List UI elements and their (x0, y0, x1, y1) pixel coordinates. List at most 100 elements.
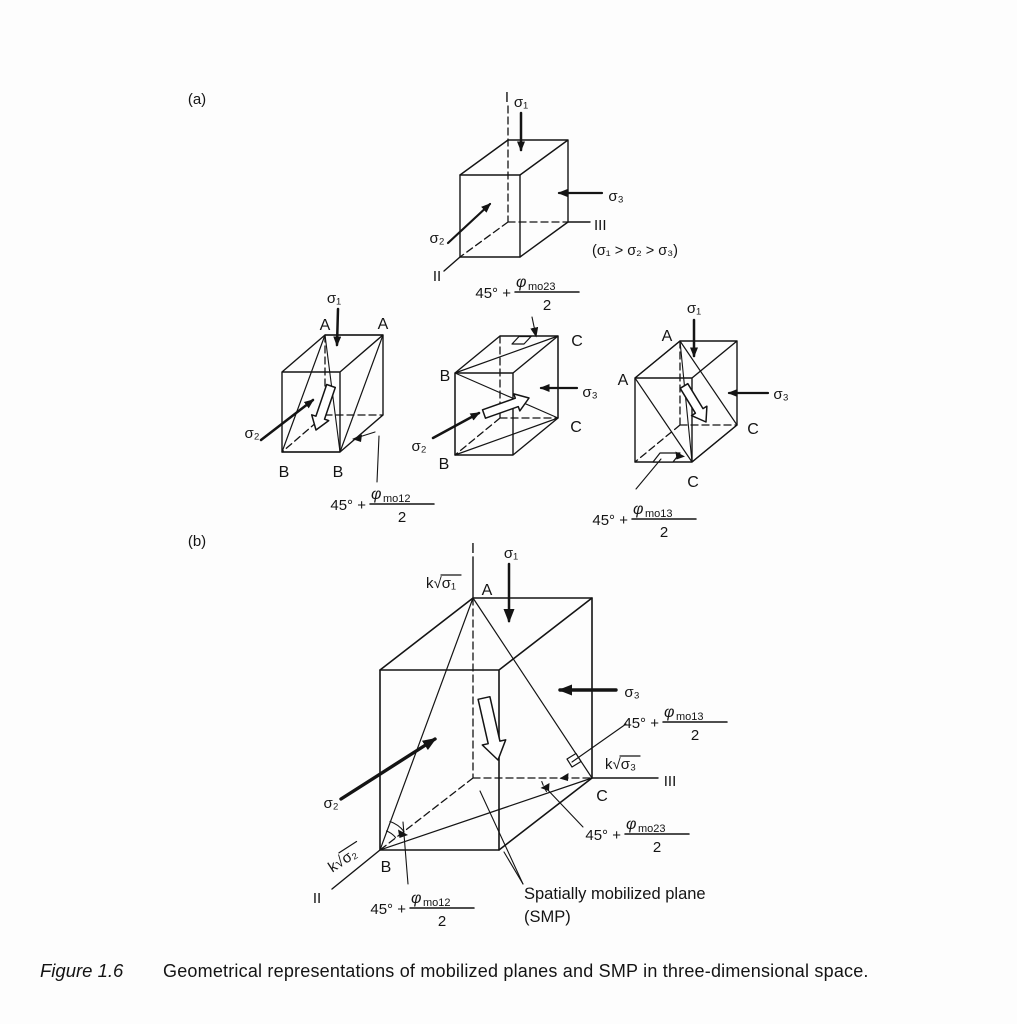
vertex-label-C: C (570, 419, 582, 436)
angle-label-mo13: 45° + φ mo13 2 (592, 501, 697, 541)
denominator: 2 (691, 727, 699, 744)
angle-label-mo23-b: 45° + φ mo23 2 (585, 816, 690, 856)
angle-arrowhead-C2 (559, 773, 569, 781)
phi-subscript: mo12 (423, 897, 451, 909)
angle-mark-arrowhead (352, 434, 362, 442)
phi-symbol: φ (664, 704, 674, 721)
cube-front-face (459, 174, 521, 258)
panel-b: (b) I III II σ₁ σ₃ σ₂ k√σ₁ k√σ₃ (188, 533, 728, 930)
angle-prefix: 45° + (585, 827, 621, 844)
sigma2-arrow (431, 411, 481, 440)
denominator: 2 (438, 913, 446, 930)
angle-arc-B (389, 820, 405, 833)
axis-3-label: III (664, 773, 677, 790)
smp-plane (379, 597, 593, 851)
vertex-label-C: C (687, 474, 699, 491)
angle-prefix: 45° + (370, 901, 406, 918)
denominator: 2 (660, 524, 668, 541)
smp-cube: I III II σ₁ σ₃ σ₂ k√σ₁ k√σ₃ k√σ₂ A B (313, 540, 676, 907)
phi-symbol: φ (626, 816, 636, 833)
angle-label-leader-mo23 (544, 786, 584, 828)
smp-text-line1: Spatially mobilized plane (524, 885, 706, 903)
phi-symbol: φ (516, 274, 526, 291)
angle-label-mo12-b: 45° + φ mo12 2 (370, 890, 475, 930)
phi-symbol: φ (633, 501, 643, 518)
panel-a-label: (a) (188, 91, 206, 108)
vertex-label-C: C (571, 333, 583, 350)
cube-hidden-edges (459, 105, 569, 258)
sigma2-arrow (339, 737, 437, 801)
vertex-label-B: B (381, 859, 392, 876)
angle-label-mo12: 45° + φ mo12 2 (330, 486, 435, 526)
vertex-label-B: B (440, 368, 451, 385)
axis-3-label: III (594, 217, 607, 234)
plane-diagonal (454, 372, 559, 419)
angle-mark-quad (511, 335, 532, 345)
sigma1-label: σ₁ (514, 94, 528, 111)
axis-2-label: II (313, 890, 321, 907)
panel-b-label: (b) (188, 533, 206, 550)
vertex-label-B: B (439, 456, 450, 473)
denominator: 2 (653, 839, 661, 856)
phi-subscript: mo13 (676, 711, 704, 723)
angle-label-leader-mo13 (571, 723, 627, 763)
sigma1-arrow (333, 307, 342, 347)
cube-top-right-faces (459, 139, 569, 258)
smp-annotation: Spatially mobilized plane (SMP) (524, 885, 706, 926)
sigma2-label: σ₂ (411, 438, 426, 455)
sigma3-label: σ₃ (608, 188, 623, 205)
axis-2-label: II (433, 268, 441, 285)
angle-label-leader-mo12 (402, 821, 409, 885)
sigma2-label: σ₂ (323, 795, 338, 812)
angle-label-leader (530, 316, 539, 338)
angle-arc-C (540, 778, 548, 793)
angle-label-mo23: 45° + φ mo23 2 (475, 274, 580, 314)
vertex-label-B: B (279, 464, 290, 481)
vertex-label-A: A (378, 316, 389, 333)
vertex-label-C: C (747, 421, 759, 438)
figure-caption: Figure 1.6 Geometrical representations o… (40, 960, 869, 981)
phi-symbol: φ (371, 486, 381, 503)
sigma2-label: σ₂ (244, 425, 259, 442)
caption-figure-number: Figure 1.6 (40, 960, 124, 981)
sigma2-label: σ₂ (429, 230, 444, 247)
vertex-label-A: A (320, 317, 331, 334)
phi-subscript: mo13 (645, 508, 673, 520)
smp-leader-1 (479, 790, 524, 885)
axis-2-line (331, 849, 381, 890)
sigma3-label: σ₃ (582, 384, 597, 401)
sigma1-label: σ₁ (327, 290, 341, 307)
smp-leader-2 (503, 851, 524, 885)
k-sqrt-sigma2-label: k√σ₂ (325, 845, 360, 876)
phi-subscript: mo12 (383, 493, 411, 505)
axis-1-label: I (471, 540, 475, 557)
smp-text-line2: (SMP) (524, 908, 571, 926)
radical-overline (338, 840, 358, 854)
phi-subscript: mo23 (528, 281, 556, 293)
denominator: 2 (543, 297, 551, 314)
vertex-label-C: C (596, 788, 608, 805)
sigma1-label: σ₁ (504, 545, 518, 562)
mobilized-plane-23-cube: B B C C σ₃ σ₂ (411, 316, 598, 473)
sigma1-label: σ₁ (687, 300, 701, 317)
mobilized-plane-12-cube: A A B B σ₁ σ₂ (244, 290, 389, 483)
phi-symbol: φ (411, 890, 421, 907)
mobilized-plane-13-cube: A A C C σ₁ σ₃ (618, 300, 789, 491)
angle-arc-B-inner (385, 830, 397, 839)
vertex-label-A: A (482, 582, 493, 599)
caption-text: Geometrical representations of mobilized… (163, 961, 869, 981)
smp-normal-arrow (477, 695, 507, 761)
sigma3-label: σ₃ (624, 684, 639, 701)
k-sqrt-sigma3-label: k√σ₃ (605, 756, 636, 773)
phi-subscript: mo23 (638, 823, 666, 835)
angle-label-leader (635, 458, 662, 490)
sigma3-label: σ₃ (773, 386, 788, 403)
mobilized-plane-13 (634, 340, 738, 463)
angle-prefix: 45° + (623, 715, 659, 732)
k-sqrt-sigma1-label: k√σ₁ (426, 575, 456, 592)
stress-order-label: (σ₁ > σ₂ > σ₃) (592, 243, 678, 259)
denominator: 2 (398, 509, 406, 526)
sigma2-arrow (446, 202, 492, 245)
